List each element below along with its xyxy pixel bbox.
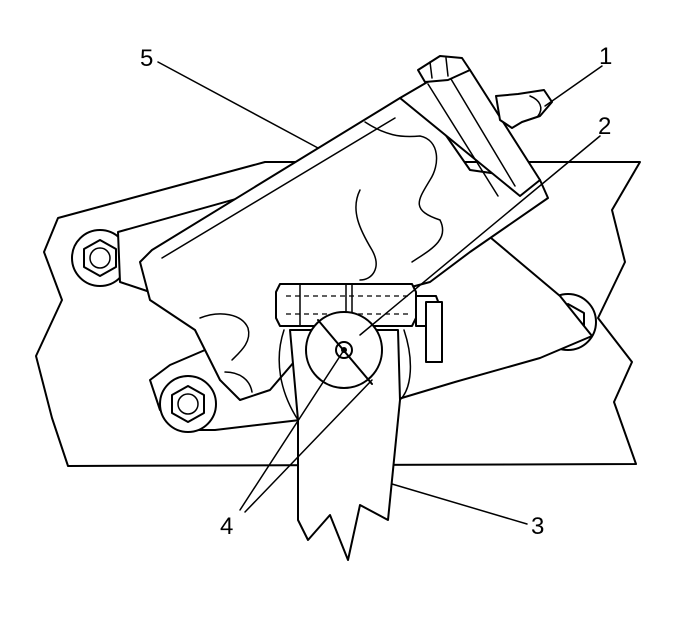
leader-line-4b [244,379,373,513]
callout-label-4: 4 [220,513,233,540]
leader-line-3 [391,483,528,525]
pitman-arm [289,329,401,561]
callout-label-1: 1 [599,43,612,70]
leader-line-1 [544,65,603,107]
frame-bolt-left [71,229,129,287]
leader-line-4a [239,349,345,511]
leader-line-5 [157,61,319,149]
leader-line-2 [359,135,601,336]
callout-label-2: 2 [598,113,611,140]
input-shaft [495,89,553,129]
callout-label-3: 3 [531,513,544,540]
callout-label-5: 5 [140,45,153,72]
bracket-bolt-lower [159,375,217,433]
